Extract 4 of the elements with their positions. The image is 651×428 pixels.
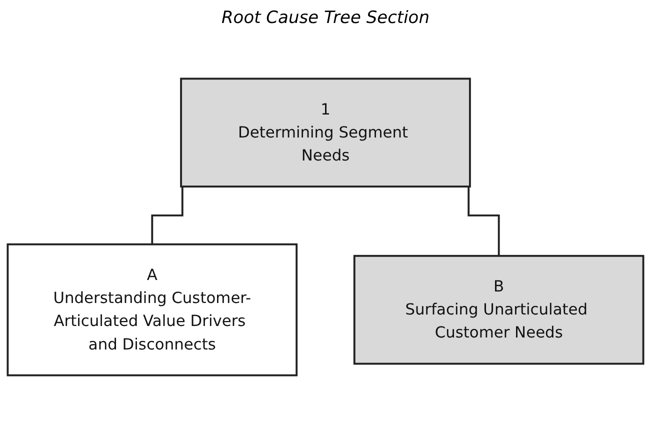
diagram-title: Root Cause Tree Section (220, 8, 430, 28)
node-box: B Surfacing Unarticulated Customer Needs (353, 254, 644, 365)
node-box: A Understanding Customer-Articulated Value Drivers and Disconnects (6, 243, 298, 376)
node-box: 1 Determining Segment Needs (180, 78, 471, 188)
